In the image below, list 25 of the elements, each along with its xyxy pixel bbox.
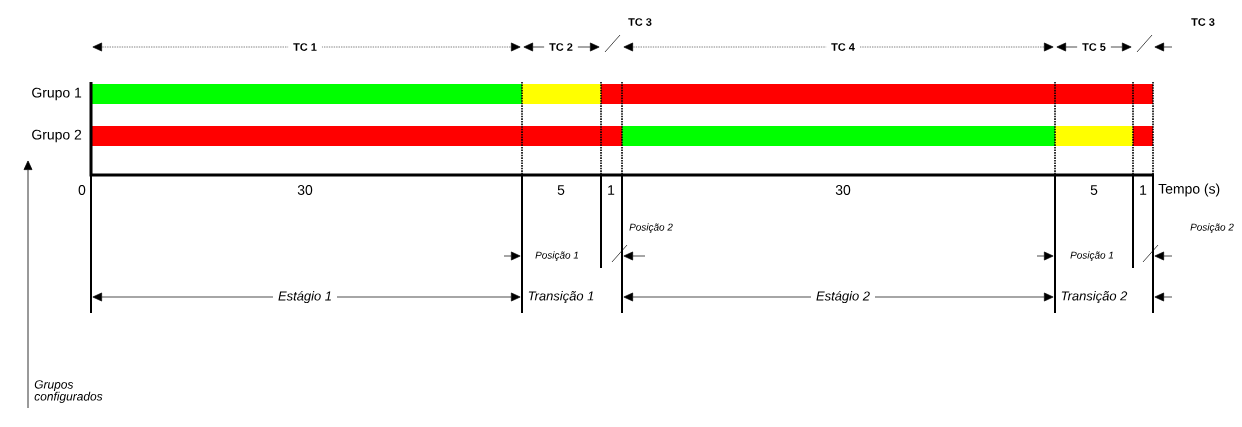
time-value: 5 (557, 185, 565, 195)
position-label: Posição 1 (1070, 251, 1114, 261)
period-label: TC 3 (628, 18, 652, 26)
time-value: 30 (835, 185, 851, 195)
position-label: Posição 1 (535, 251, 579, 261)
time-value: 5 (1090, 185, 1098, 195)
axis-caption: Grupos configurados (34, 380, 103, 403)
group-label: Grupo 2 (32, 129, 82, 143)
time-value: 1 (608, 185, 615, 195)
stage-label: Estágio 2 (811, 288, 875, 306)
period-label: TC 4 (826, 41, 860, 53)
time-value: 30 (297, 185, 313, 195)
stage-label: Transição 2 (1061, 290, 1128, 304)
stage-label: Transição 1 (528, 290, 594, 304)
position-label: Posição 2 (629, 223, 673, 233)
position-label: Posição 2 (1190, 223, 1234, 233)
period-label: TC 1 (288, 41, 322, 53)
time-value: 1 (1140, 185, 1147, 195)
axis-label: Tempo (s) (1158, 183, 1220, 197)
period-label: TC 3 (1191, 18, 1215, 26)
period-label: TC 2 (544, 41, 578, 53)
stage-label: Estágio 1 (273, 288, 337, 306)
group-label: Grupo 1 (32, 87, 82, 101)
time-value: 0 (78, 185, 86, 195)
period-label: TC 5 (1077, 41, 1111, 53)
